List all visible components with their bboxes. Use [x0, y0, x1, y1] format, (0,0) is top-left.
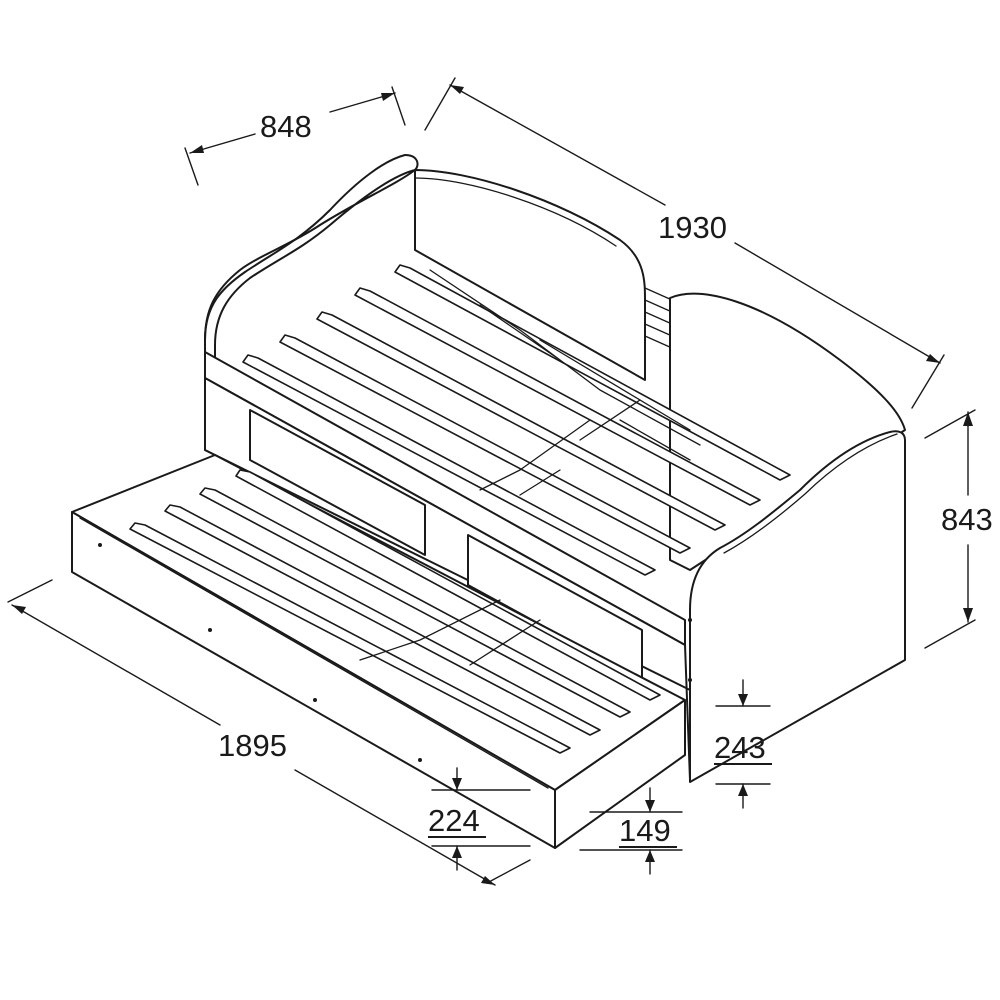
dim-1930-label: 1930 [658, 210, 727, 245]
trundle-slats [129, 469, 661, 754]
dim-149: 149 [579, 787, 683, 875]
dim-843: 843 [924, 409, 993, 649]
dim-848-label: 848 [260, 109, 312, 144]
dim-243: 243 [714, 679, 772, 809]
left-headboard-face [204, 154, 406, 341]
dim-848: 848 [184, 86, 406, 186]
dim-843-label: 843 [941, 502, 993, 537]
main-slats [242, 264, 791, 576]
dim-224: 224 [428, 767, 531, 871]
dim-224-label: 224 [428, 803, 480, 838]
trundle-fasteners [98, 543, 692, 762]
dim-1930: 1930 [424, 77, 945, 409]
dim-1895: 1895 [7, 579, 531, 886]
trundle-side [554, 699, 686, 849]
trundle-front-inner [79, 517, 549, 789]
drawer-front-left [249, 409, 426, 556]
dim-243-label: 243 [714, 730, 766, 765]
dim-149-label: 149 [619, 813, 671, 848]
back-panel [414, 169, 646, 381]
back-ladder [644, 287, 673, 349]
rear-raised-panel [669, 292, 906, 571]
foot-panel-edge [723, 433, 898, 554]
dim-1895-label: 1895 [218, 728, 287, 763]
back-panel-edge [414, 177, 617, 247]
